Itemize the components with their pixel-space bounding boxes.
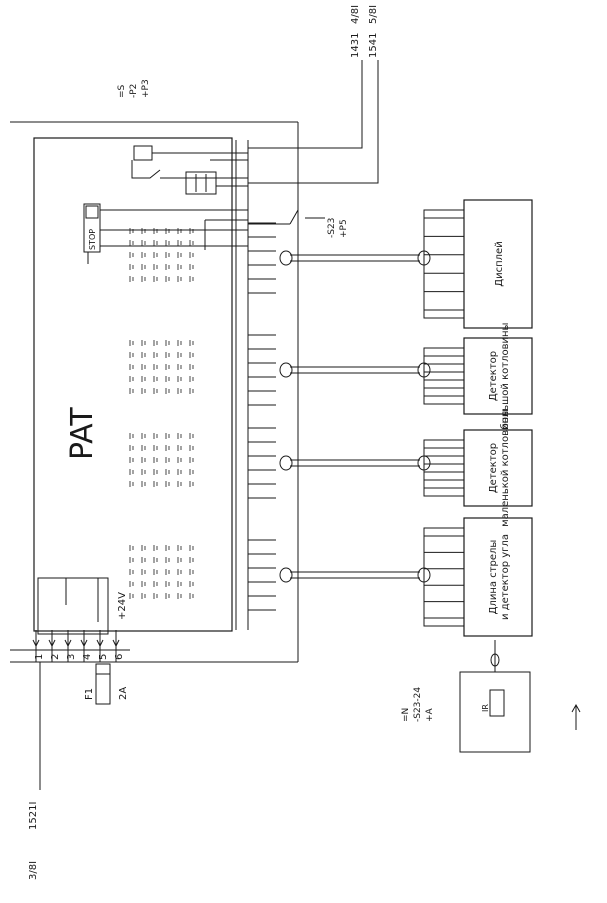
wire-ext-2 [248, 60, 379, 184]
s23-switch [289, 209, 299, 225]
relay-coil [133, 145, 153, 161]
sensor-designator-1: =N [401, 708, 411, 722]
cable-harness [248, 222, 431, 611]
terminal-1-arrow [32, 639, 40, 648]
fuse-label: F1 [84, 688, 95, 700]
sensor-tag: IR [481, 704, 490, 712]
terminal-6-number: 6 [114, 654, 125, 660]
terminal-4-arrow [80, 639, 88, 648]
ref-top-left-2: 1541 [368, 33, 379, 58]
relay-contact [131, 160, 161, 179]
ref-top-right: 4/8I [350, 5, 361, 24]
module-2-box [463, 429, 533, 507]
supply-voltage: +24V [117, 592, 128, 620]
terminal-1-number: 1 [34, 654, 45, 660]
stop-switch-inner [85, 205, 99, 219]
module-3-label-line: Длина стрелы [488, 540, 499, 615]
rotation-arrowhead [571, 703, 581, 713]
terminal-2-arrow [48, 639, 56, 648]
diode-block [185, 171, 217, 195]
angle-sensor-element [489, 689, 505, 717]
module-1-label-line: большой котловины [500, 323, 511, 430]
pat-designator-2: -P2 [129, 84, 139, 98]
terminal-2-number: 2 [50, 654, 61, 660]
stop-switch-box [83, 203, 101, 253]
terminal-5-number: 5 [98, 654, 109, 660]
fuse-box [95, 663, 111, 705]
cable-2-left-plug [279, 455, 293, 471]
pat-unit-frame [33, 137, 233, 632]
module-2-label-line: Детектор [488, 443, 499, 493]
ref-bottom-2: 3/8I [28, 861, 39, 880]
sensor-designator-3: +A [425, 707, 435, 722]
angle-sensor-box [459, 671, 531, 753]
wire-ext-1 [248, 60, 363, 149]
module-0-label-line: Дисплей [494, 241, 505, 286]
terminal-3-number: 3 [66, 654, 77, 660]
module-2-label-line: маленькой котловины [500, 409, 511, 527]
ref-top-right-2: 5/8I [368, 5, 379, 24]
pat-designator-1: =S [117, 84, 127, 98]
stop-switch-label: STOP [88, 229, 97, 250]
stop-switch-designator: -S23 [327, 218, 337, 238]
terminal-3-arrow [64, 639, 72, 648]
module-3-box [463, 517, 533, 637]
ref-top-left: 1431 [350, 33, 361, 58]
pin-label-columns [129, 228, 194, 599]
stop-switch-location: +P5 [339, 219, 349, 238]
module-0-box [463, 199, 533, 329]
pat-label: PAT [65, 407, 100, 460]
cable-0-left-plug [279, 250, 293, 266]
module-1-label-line: Детектор [488, 351, 499, 401]
cable-1-left-plug [279, 362, 293, 378]
terminal-6-arrow [112, 639, 120, 648]
sensor-designator-2: -S23-24 [413, 687, 423, 722]
module-0-connector-frame [423, 209, 465, 319]
angle-sensor-connector [490, 653, 500, 667]
terminal-4-number: 4 [82, 654, 93, 660]
terminal-5-arrow [96, 639, 104, 648]
fuse-rating: 2A [118, 687, 129, 700]
supply-box [37, 577, 109, 635]
module-1-box [463, 337, 533, 415]
supply-stub [65, 577, 99, 622]
pat-designator-3: +P3 [141, 79, 151, 98]
cable-3-left-plug [279, 567, 293, 583]
ref-bottom: 1521I [28, 802, 39, 830]
module-3-label-line: и детектор угла [500, 534, 511, 620]
